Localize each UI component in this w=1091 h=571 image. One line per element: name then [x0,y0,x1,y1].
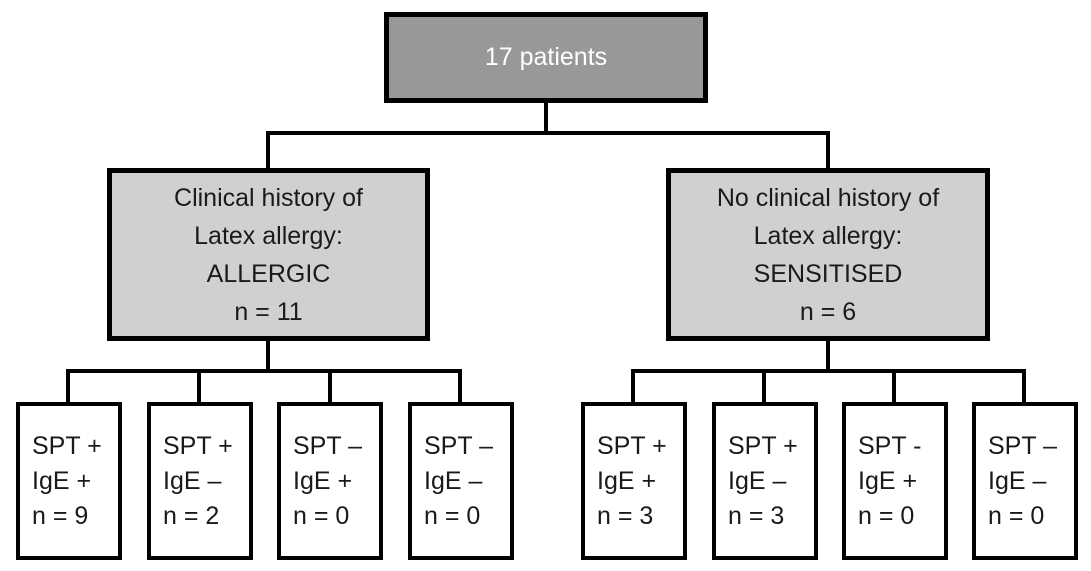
sensitised-group-line-3: SENSITISED [753,259,903,288]
connector-tier2-right-drop-4 [1022,369,1026,402]
node-sensitised-spt-neg-ige-pos: SPT - IgE + n = 0 [842,402,948,560]
sensitised-group-line-2: Latex allergy: [753,221,903,250]
leaf-count: n = 0 [858,501,915,530]
leaf-line: SPT + [597,431,667,460]
node-allergic-spt-pos-ige-pos: SPT + IgE + n = 9 [16,402,122,560]
node-total-patients-label: 17 patients [484,43,608,71]
sensitised-group-line-1: No clinical history of [716,183,940,212]
leaf-line: SPT – [988,431,1058,460]
leaf-line: SPT + [32,431,102,460]
node-allergic-group: Clinical history of Latex allergy: ALLER… [107,168,430,341]
node-allergic-spt-pos-ige-neg: SPT + IgE – n = 2 [147,402,253,560]
allergic-group-count: n = 11 [234,297,303,326]
connector-right-branch-stem [826,339,830,373]
leaf-line: IgE + [858,466,918,495]
connector-tier2-right-horizontal [631,369,1026,373]
node-total-patients: 17 patients [384,12,708,103]
leaf-count: n = 0 [293,501,350,530]
allergic-group-line-1: Clinical history of [174,183,363,212]
connector-tier2-left-horizontal [66,369,462,373]
leaf-line: SPT + [163,431,233,460]
connector-left-branch-stem [266,339,270,373]
connector-tier1-horizontal [266,131,830,135]
connector-tier2-right-drop-2 [762,369,766,402]
node-sensitised-spt-pos-ige-pos: SPT + IgE + n = 3 [581,402,687,560]
leaf-line: SPT + [728,431,798,460]
node-sensitised-spt-neg-ige-neg: SPT – IgE – n = 0 [972,402,1078,560]
leaf-line: SPT – [293,431,363,460]
leaf-line: IgE – [988,466,1047,495]
leaf-line: IgE + [32,466,92,495]
connector-tier1-drop-left [266,131,270,168]
leaf-count: n = 3 [597,501,654,530]
leaf-line: IgE + [293,466,353,495]
leaf-count: n = 2 [163,501,220,530]
connector-root-stem [544,101,548,133]
leaf-line: IgE – [728,466,787,495]
leaf-count: n = 9 [32,501,89,530]
sensitised-group-count: n = 6 [799,297,857,326]
connector-tier2-left-drop-3 [328,369,332,402]
node-allergic-spt-neg-ige-pos: SPT – IgE + n = 0 [277,402,383,560]
connector-tier2-left-drop-2 [197,369,201,402]
node-sensitised-group: No clinical history of Latex allergy: SE… [666,168,990,341]
node-allergic-spt-neg-ige-neg: SPT – IgE – n = 0 [408,402,514,560]
connector-tier1-drop-right [826,131,830,168]
leaf-line: IgE – [424,466,483,495]
node-sensitised-spt-pos-ige-neg: SPT + IgE – n = 3 [712,402,818,560]
leaf-count: n = 3 [728,501,785,530]
allergic-group-line-2: Latex allergy: [194,221,343,250]
connector-tier2-right-drop-1 [631,369,635,402]
leaf-line: IgE + [597,466,657,495]
connector-tier2-left-drop-1 [66,369,70,402]
leaf-line: IgE – [163,466,222,495]
connector-tier2-left-drop-4 [458,369,462,402]
leaf-line: SPT - [858,431,922,460]
leaf-line: SPT – [424,431,494,460]
leaf-count: n = 0 [988,501,1045,530]
leaf-count: n = 0 [424,501,481,530]
connector-tier2-right-drop-3 [892,369,896,402]
allergic-group-line-3: ALLERGIC [206,259,331,288]
